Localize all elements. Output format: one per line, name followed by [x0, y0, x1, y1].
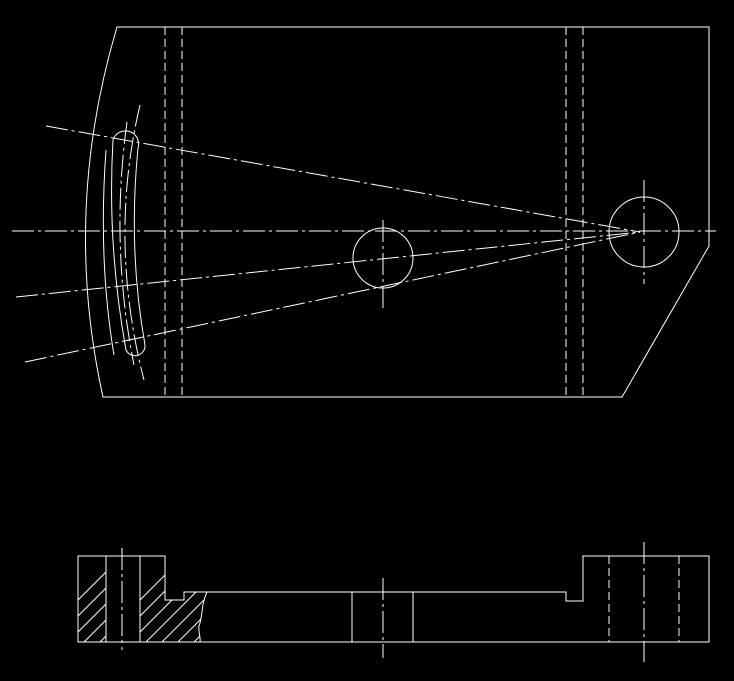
front-section-view	[77, 542, 710, 662]
arc-center-line	[124, 104, 145, 381]
break-line	[198, 591, 208, 643]
inner-arc-line	[102, 149, 115, 356]
construction-line-upper	[45, 125, 641, 233]
top-view	[12, 26, 716, 398]
section-outline	[77, 555, 710, 643]
section-hatching-right	[140, 556, 207, 642]
construction-line-lower	[24, 231, 641, 363]
plate-outline	[85, 26, 710, 398]
arc-slot-center-arc	[119, 121, 135, 366]
arc-slot	[111, 130, 146, 357]
construction-line-middle	[15, 231, 641, 298]
section-hatching-left	[78, 571, 106, 642]
